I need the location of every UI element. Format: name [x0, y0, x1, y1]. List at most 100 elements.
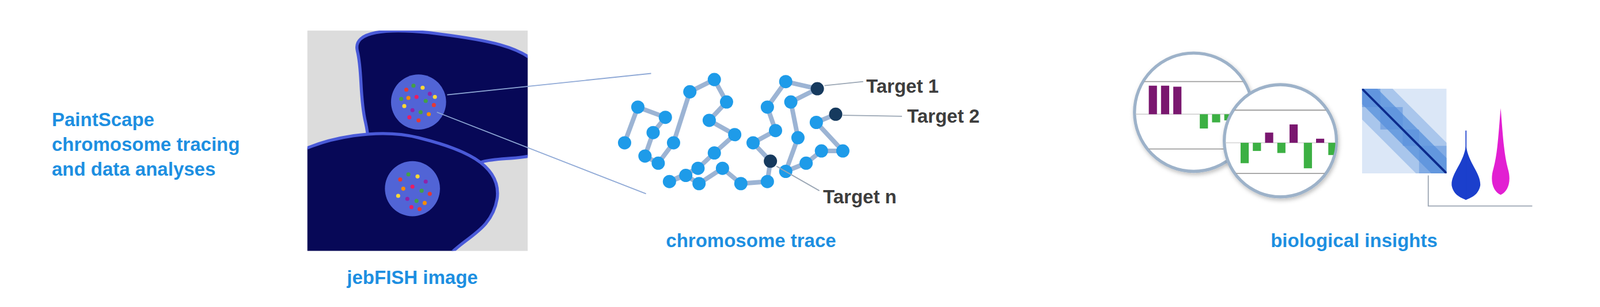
illustration-part: [842, 115, 902, 117]
violin: [1491, 108, 1509, 196]
illustration-part: [404, 87, 409, 92]
illustration-part: [692, 176, 706, 191]
illustration-part: [719, 95, 734, 109]
illustration-part: [1240, 142, 1249, 163]
illustration-part: [746, 135, 760, 150]
illustration-part: [836, 144, 850, 158]
illustration-part: [707, 73, 722, 87]
illustration-part: [446, 73, 651, 95]
illustration-part: [418, 110, 423, 115]
illustration-part: [666, 135, 681, 150]
illustration-part: [1362, 88, 1447, 174]
illustration-part: [414, 198, 419, 203]
illustration-part: [763, 154, 777, 168]
illustration-part: [427, 191, 432, 196]
illustration-part: [406, 172, 411, 177]
illustration-part: [824, 81, 863, 86]
illustration-part: [617, 135, 632, 150]
illustration-part: [638, 149, 652, 163]
illustration-part: [415, 174, 420, 179]
illustration-part: [1219, 172, 1342, 174]
illustration-part: [1149, 85, 1158, 115]
illustration-part: [683, 85, 697, 99]
insights-panel: [1132, 52, 1533, 207]
illustration-part: [402, 104, 407, 109]
illustration-part: [1362, 88, 1447, 174]
illustration-part: [799, 156, 813, 170]
illustration-part: [779, 74, 793, 89]
chromosome-trace: [617, 73, 902, 192]
illustration-part: [715, 161, 730, 176]
image-caption: jebFISH image: [297, 266, 528, 290]
illustration-part: [1362, 88, 1447, 174]
illustration-part: [679, 168, 693, 183]
trace-loci: [617, 73, 850, 191]
illustration-part: [405, 196, 410, 202]
illustration-part: [1161, 85, 1170, 115]
illustration-part: [410, 184, 415, 189]
target-label: Target n: [823, 185, 973, 209]
illustration-part: [416, 118, 421, 123]
illustration-part: [1132, 81, 1255, 83]
magnifier: [1224, 84, 1337, 197]
trace-caption: chromosome trace: [635, 229, 867, 253]
illustration-part: [651, 156, 665, 170]
illustration-part: [1328, 142, 1337, 155]
illustration-part: [397, 177, 403, 182]
illustration-part: [707, 146, 722, 160]
target-loci: [763, 82, 843, 169]
contact-map: [1362, 88, 1447, 174]
illustration-part: [411, 83, 416, 88]
illustration-part: [401, 186, 406, 191]
illustration-part: [307, 31, 528, 252]
target-label: Target 2: [907, 104, 1057, 128]
illustration-part: [396, 193, 401, 198]
illustration-part: [702, 113, 716, 127]
bar-plot: [1219, 110, 1342, 174]
illustration-part: [423, 99, 428, 104]
plot-axes: [1428, 175, 1533, 207]
diagram-title: PaintScape chromosome tracing and data a…: [51, 107, 251, 182]
illustration-part: [406, 95, 411, 100]
nucleus: [391, 74, 447, 130]
illustration-part: [426, 112, 431, 117]
illustration-part: [814, 144, 829, 158]
trace-backbone: [624, 79, 843, 184]
illustration-part: [427, 91, 432, 96]
illustration-part: [1173, 86, 1182, 115]
illustration-part: [1362, 88, 1447, 174]
illustration-part: [784, 95, 798, 109]
illustration-part: [410, 108, 415, 113]
illustration-part: [1316, 138, 1325, 143]
illustration-part: [646, 126, 661, 140]
nucleus: [384, 161, 441, 217]
illustration-part: [407, 115, 412, 120]
illustration-part: [419, 188, 424, 193]
cell: [307, 133, 498, 252]
illustration-part: [414, 95, 419, 100]
illustration-part: [631, 100, 645, 114]
illustration-part: [734, 176, 748, 191]
illustration-part: [417, 206, 422, 211]
violin: [1465, 130, 1467, 200]
illustration-part: [437, 112, 647, 195]
illustration-part: [658, 110, 673, 124]
illustration-part: [728, 127, 742, 142]
target-leaders: [776, 81, 902, 191]
illustration-part: [760, 100, 775, 114]
illustration-part: [1224, 84, 1337, 197]
illustration-part: [1277, 142, 1286, 154]
illustration-part: [760, 175, 775, 189]
illustration-part: [423, 179, 428, 184]
illustration-part: [662, 175, 677, 189]
illustration-part: [1219, 109, 1342, 111]
illustration-part: [791, 131, 805, 145]
illustration-part: [1211, 114, 1220, 123]
illustration-part: [409, 205, 414, 210]
illustration-part: [768, 123, 783, 138]
insights-caption: biological insights: [1210, 229, 1499, 253]
illustration-part: [1303, 142, 1313, 169]
illustration-part: [422, 201, 427, 206]
